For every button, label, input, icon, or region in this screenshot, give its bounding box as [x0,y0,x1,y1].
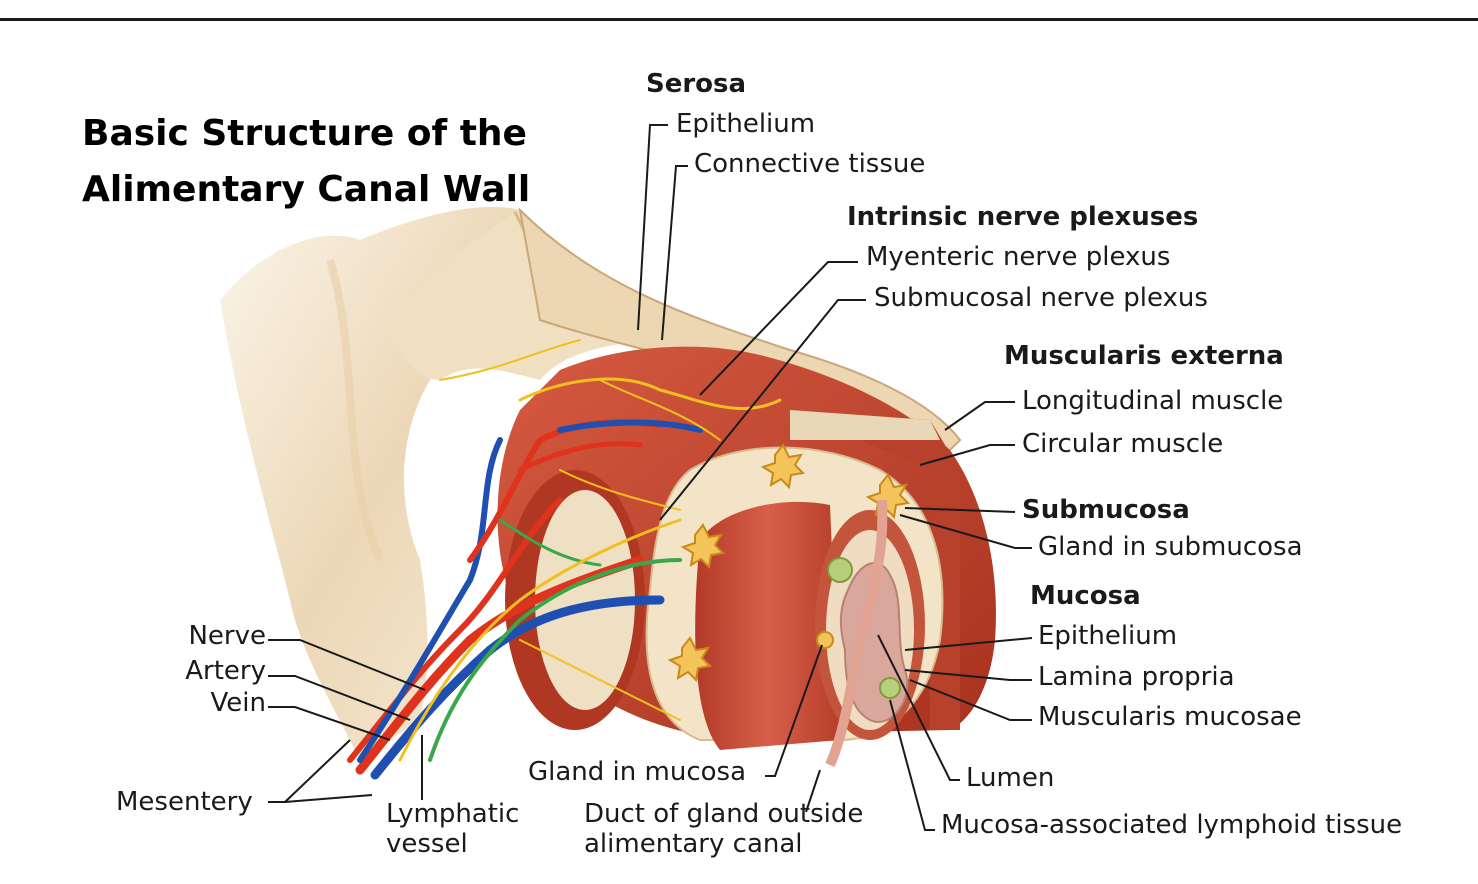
title-line-1: Basic Structure of the [82,113,527,154]
leader-lines [268,124,1033,831]
label-vein: Vein [210,688,266,718]
label-duct-line-1: Duct of gland outside [584,799,864,829]
label-muscularis-externa: Muscularis externa [1004,341,1284,371]
label-intrinsic-nerve-plexuses: Intrinsic nerve plexuses [847,202,1199,232]
mucosa-tube [695,501,925,750]
label-submucosa: Submucosa [1022,495,1190,525]
label-serosa: Serosa [646,69,747,99]
mesentery-sheet [220,206,650,761]
label-mesentery: Mesentery [116,787,253,817]
label-mucosa: Mucosa [1030,581,1141,611]
label-myenteric-nerve-plexus: Myenteric nerve plexus [866,242,1171,272]
label-nerve: Nerve [188,621,266,651]
label-submucosal-nerve-plexus: Submucosal nerve plexus [874,283,1208,313]
label-serosa-epithelium: Epithelium [676,109,816,139]
label-duct-of-gland: Duct of gland outside alimentary canal [584,799,863,859]
top-rule [0,18,1478,21]
label-malt: Mucosa-associated lymphoid tissue [941,810,1403,840]
label-gland-in-mucosa: Gland in mucosa [528,757,747,787]
label-duct-line-2: alimentary canal [584,829,803,859]
label-gland-in-submucosa: Gland in submucosa [1038,532,1303,562]
label-lymphatic-vessel: Lymphatic vessel [386,799,519,859]
lymphoid-nodules [827,557,901,699]
label-lymphatic-line-1: Lymphatic [386,799,520,829]
label-lamina-propria: Lamina propria [1038,662,1235,692]
diagram-title: Basic Structure of the Alimentary Canal … [82,106,530,218]
label-lumen: Lumen [966,763,1055,793]
label-lymphatic-line-2: vessel [386,829,468,859]
label-mucosa-epithelium: Epithelium [1038,621,1178,651]
label-connective-tissue: Connective tissue [694,149,926,179]
glands [667,443,911,683]
label-longitudinal-muscle: Longitudinal muscle [1022,386,1284,416]
title-line-2: Alimentary Canal Wall [82,169,531,210]
label-muscularis-mucosae: Muscularis mucosae [1038,702,1302,732]
vessels-and-nerves [347,339,782,780]
gland-duct [825,499,888,767]
label-circular-muscle: Circular muscle [1022,429,1224,459]
label-artery: Artery [185,656,266,686]
